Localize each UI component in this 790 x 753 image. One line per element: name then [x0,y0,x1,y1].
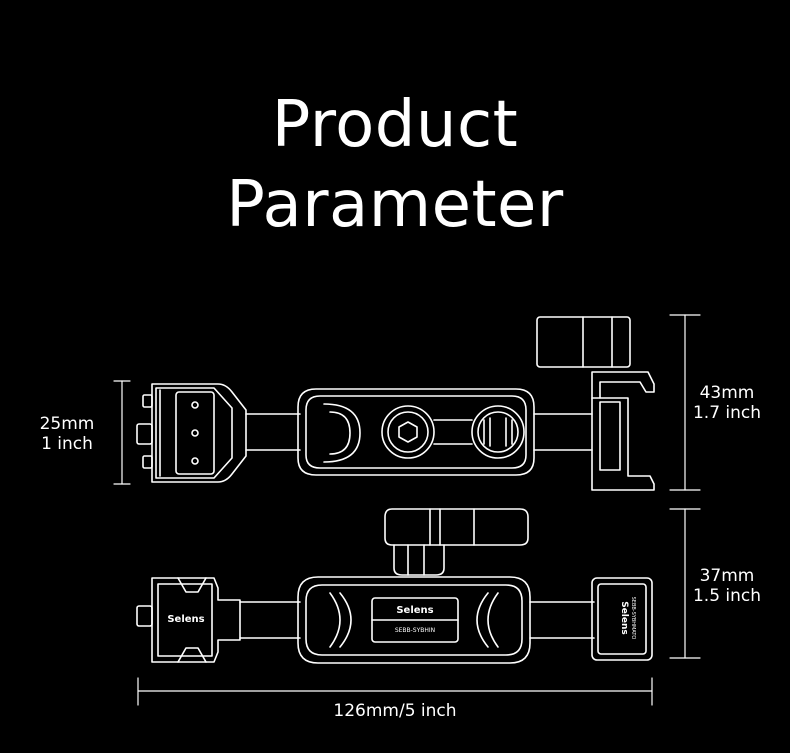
center-brand-mark: Selens [396,605,433,616]
center-model-mark: SEBB-SYBHIN [395,627,435,634]
dimension-lines [113,314,701,706]
end-brand-mark: Selens [619,601,629,635]
dim-right-bottom-mm: 37mm [699,566,755,586]
dim-left-mm: 25mm [39,414,95,434]
end-model-mark: SEBB-SYBHMATO [630,597,636,640]
dim-length: 126mm/5 inch [333,701,457,721]
left-brand-mark: Selens [167,614,204,625]
dim-right-top-mm: 43mm [699,383,755,403]
dim-left-inch: 1 inch [41,434,93,454]
bottom-view [136,508,653,664]
title-line-1: Product [271,88,519,162]
title-line-2: Parameter [226,168,564,242]
top-view [136,316,655,491]
dim-right-bottom-inch: 1.5 inch [692,586,762,606]
dim-right-top-inch: 1.7 inch [692,403,762,423]
